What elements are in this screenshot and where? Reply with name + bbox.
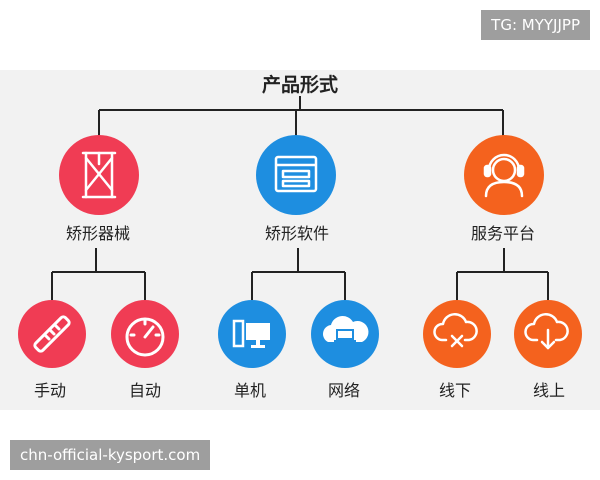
branch-orthosis-node (59, 135, 139, 215)
branch-1-label: 矫形器械 (66, 224, 130, 243)
connector-lines (51, 96, 549, 300)
branch-3-circle (464, 135, 544, 215)
gauge-icon (125, 317, 165, 357)
leaf-2a-label: 单机 (234, 381, 266, 400)
leaf-3a-label: 线下 (439, 381, 471, 400)
leaf-auto-node (111, 300, 179, 368)
leaf-2b-label: 网络 (328, 381, 360, 400)
branch-2-label: 矫形软件 (265, 224, 329, 243)
leaf-offline-node (423, 300, 491, 368)
leaf-1b-circle (111, 300, 179, 368)
leaf-1a-label: 手动 (34, 381, 66, 400)
leaf-network-node (311, 300, 379, 368)
orthosis-frame-icon (81, 151, 117, 199)
cloud-laptop-icon (323, 316, 369, 342)
branch-2-circle (256, 135, 336, 215)
browser-window-icon (274, 155, 318, 193)
leaf-manual-node (18, 300, 86, 368)
cloud-offline-icon (433, 313, 478, 348)
root-title: 产品形式 (262, 73, 338, 96)
branch-service-node (464, 135, 544, 215)
cloud-download-icon (524, 313, 569, 350)
wrench-tool-icon (33, 315, 71, 353)
leaf-standalone-node (218, 300, 286, 368)
branch-software-node (256, 135, 336, 215)
watermark-bottom-left: chn-official-kysport.com (10, 440, 211, 470)
leaf-3a-circle (423, 300, 491, 368)
leaf-3b-label: 线上 (533, 381, 565, 400)
leaf-1b-label: 自动 (129, 381, 161, 400)
leaf-online-node (514, 300, 582, 368)
desktop-computer-icon (232, 319, 270, 348)
watermark-top-right: TG: MYYJJPP (481, 10, 590, 40)
branch-3-label: 服务平台 (471, 224, 535, 243)
headset-support-icon (483, 153, 525, 198)
